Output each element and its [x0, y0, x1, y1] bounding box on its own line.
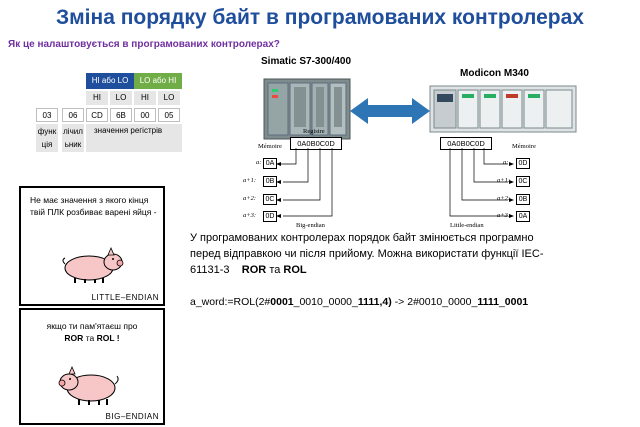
- big-endian-connectors: [250, 145, 350, 225]
- little-endian-addr-2: a+2:: [497, 195, 511, 202]
- plc-right-image: [428, 80, 578, 135]
- formula-p2: _0010_0000_: [293, 296, 358, 308]
- cartoon-little-endian-caption: LITTLE–ENDIAN: [91, 293, 159, 302]
- formula-p4: -> 2#0010_0000_: [394, 296, 478, 308]
- page-title: Зміна порядку байт в програмованих контр…: [55, 6, 584, 29]
- little-endian-byte-0: 0D: [516, 158, 530, 169]
- cartoon-little-endian: Не має значення з якого кінця твій ПЛК р…: [19, 186, 165, 306]
- little-endian-addr-3: a+3:: [497, 212, 511, 219]
- byte-cell-5: 00: [134, 108, 156, 122]
- description-rol: ROL: [283, 264, 307, 276]
- cartoon-big-endian: якщо ти пам'ятаєш про ROR та ROL ! BIG–E…: [19, 308, 165, 425]
- big-endian-byte-0: 0A: [263, 158, 277, 169]
- big-endian-addr-2: a+2:: [243, 195, 257, 202]
- plc-right-label: Modicon M340: [460, 68, 529, 79]
- description-line-3: 61131-3 ROR та ROL: [190, 262, 630, 278]
- byte-cell-6: 05: [158, 108, 180, 122]
- little-endian-register: 0A0B0C0D: [440, 137, 492, 150]
- sub-lo-2: LO: [158, 91, 180, 105]
- sub-lo-1: LO: [110, 91, 132, 105]
- big-endian-addr-0: a:: [256, 159, 262, 166]
- formula-p1: a_word:=ROL(2#: [190, 296, 271, 308]
- description-and: та: [269, 264, 281, 276]
- formula-b2: 1111: [357, 296, 380, 308]
- big-endian-byte-3: 0D: [263, 211, 277, 222]
- label-register-values: значення регістрів: [86, 124, 182, 152]
- big-endian-register: 0A0B0C0D: [290, 137, 342, 150]
- big-endian-byte-1: 0B: [263, 176, 277, 187]
- cartoon-and: та: [85, 333, 95, 343]
- description: У програмованих контролерах порядок байт…: [190, 230, 630, 278]
- description-line-2: перед відправкою чи після прийому. Можна…: [190, 248, 544, 260]
- plc-left-image: [262, 73, 352, 143]
- byte-cell-3: CD: [86, 108, 108, 122]
- cartoon-rol: ROL !: [96, 333, 120, 343]
- byte-cell-1: 03: [36, 108, 58, 122]
- description-ror: ROR: [241, 264, 267, 276]
- cartoon-big-endian-caption: BIG–ENDIAN: [105, 412, 159, 421]
- big-endian-addr-1: a+1:: [243, 177, 257, 184]
- big-endian-addr-3: a+3:: [243, 212, 257, 219]
- little-endian-connectors: [440, 145, 540, 225]
- formula-b3: 1111: [477, 296, 499, 308]
- header-lo-or-hi: LO або HI: [134, 73, 182, 89]
- formula: a_word:=ROL(2#0001_0010_0000_1111,4) -> …: [190, 296, 528, 308]
- sub-hi-2: HI: [134, 91, 156, 105]
- little-endian-addr-1: a+1:: [497, 177, 511, 184]
- big-endian-register-label: Registre: [303, 128, 325, 135]
- formula-p3: ,4): [379, 296, 392, 308]
- big-endian-memory-label: Mémoire: [258, 143, 282, 150]
- cartoon-big-endian-text-a: якщо ти пам'ятаєш про: [46, 321, 138, 331]
- little-endian-byte-2: 0B: [516, 194, 530, 205]
- formula-p5: _: [498, 296, 505, 308]
- little-endian-caption: Little-endian: [450, 222, 484, 229]
- byte-cell-2: 06: [62, 108, 84, 122]
- cartoon-big-endian-text: якщо ти пам'ятаєш про ROR та ROL !: [21, 320, 163, 344]
- page-subtitle: Як це налаштовується в програмованих кон…: [8, 39, 280, 50]
- big-endian-byte-2: 0C: [263, 194, 277, 205]
- header-hi-or-lo: HI або LO: [86, 73, 134, 89]
- pig-upside-icon: [57, 364, 129, 411]
- big-endian-caption: Big-endian: [296, 222, 325, 229]
- byte-cell-4: 6B: [110, 108, 132, 122]
- formula-b4: 0001: [504, 296, 529, 308]
- little-endian-byte-3: 0A: [516, 211, 530, 222]
- label-function: функ ція: [36, 124, 58, 152]
- little-endian-memory-label: Mémoire: [512, 143, 536, 150]
- formula-b1: 0001: [270, 296, 294, 308]
- little-endian-byte-1: 0C: [516, 176, 530, 187]
- label-counter: лічил ьник: [62, 124, 84, 152]
- description-standard: 61131-3: [190, 264, 230, 276]
- description-line-1: У програмованих контролерах порядок байт…: [190, 232, 534, 244]
- byte-table: HI або LO LO або HI HI LO HI LO 03 06 CD…: [30, 73, 190, 158]
- pig-icon: [59, 246, 129, 289]
- plc-left-label: Simatic S7-300/400: [261, 56, 352, 67]
- cartoon-ror: ROR: [64, 333, 84, 343]
- cartoon-little-endian-text: Не має значення з якого кінця твій ПЛК р…: [30, 195, 157, 217]
- little-endian-addr-0: a:: [503, 159, 509, 166]
- sub-hi-1: HI: [86, 91, 108, 105]
- double-arrow-icon: [350, 96, 430, 131]
